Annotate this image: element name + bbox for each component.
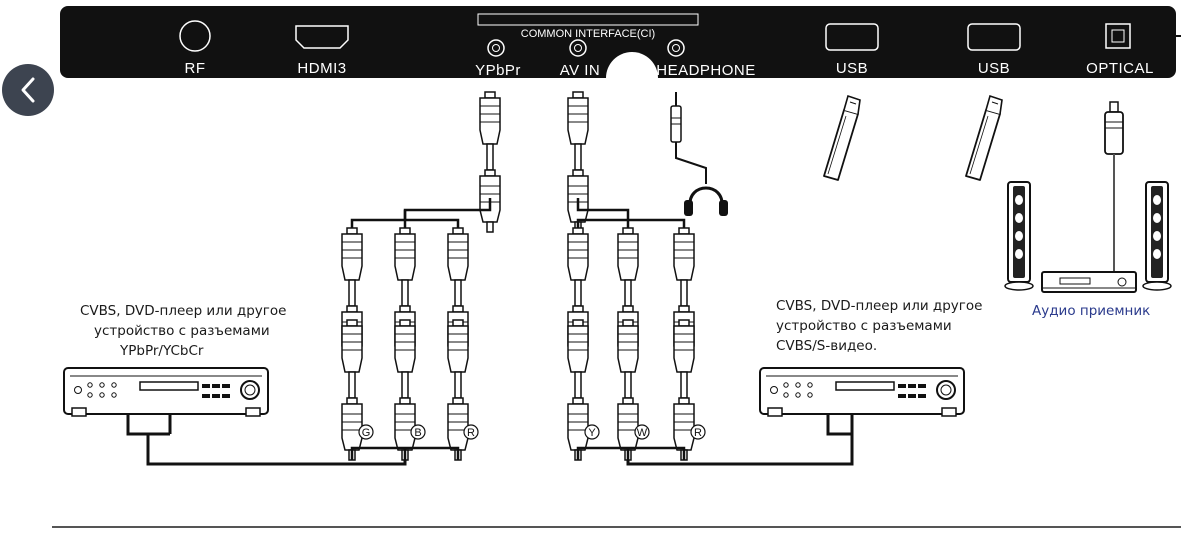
av-in-label: AV IN bbox=[560, 62, 601, 79]
ypbpr-jack bbox=[487, 39, 505, 57]
chevron-left-icon bbox=[21, 77, 35, 103]
optical-label: OPTICAL bbox=[1086, 60, 1154, 77]
right-caption-line2: устройство с разъемами bbox=[776, 318, 952, 334]
letter-r-composite: R bbox=[694, 427, 702, 439]
left-caption-line1: CVBS, DVD-плеер или другое bbox=[80, 303, 286, 319]
tv-rear-panel: RF HDMI3 COMMON INTERFACE(CI) YPbPr AV I… bbox=[60, 6, 1181, 79]
component-letters: G B R bbox=[358, 424, 479, 440]
letter-y: Y bbox=[588, 427, 596, 439]
letter-g: G bbox=[362, 427, 371, 439]
headphone-icon bbox=[688, 186, 724, 207]
hdmi3-label: HDMI3 bbox=[297, 60, 346, 77]
usb1-port bbox=[825, 23, 879, 51]
composite-connectors bbox=[567, 227, 695, 461]
left-caption-line3: YPbPr/YCbCr bbox=[119, 343, 204, 359]
back-button[interactable] bbox=[2, 64, 54, 116]
letter-b: B bbox=[414, 427, 421, 439]
usb2-port bbox=[967, 23, 1021, 51]
headphone-jack bbox=[667, 39, 685, 57]
ypbpr-cable bbox=[350, 91, 501, 233]
usb-stick-1 bbox=[823, 95, 861, 181]
hdmi3-port bbox=[295, 25, 349, 49]
rf-label: RF bbox=[185, 60, 206, 77]
ypbpr-label: YPbPr bbox=[475, 62, 521, 79]
ci-slot bbox=[477, 13, 699, 26]
bottom-wiring bbox=[126, 412, 854, 466]
left-caption-line2: устройство с разъемами bbox=[94, 323, 270, 339]
right-caption-line1: CVBS, DVD-плеер или другое bbox=[776, 298, 982, 314]
letter-r-component: R bbox=[467, 427, 475, 439]
headphones bbox=[670, 92, 728, 216]
av-in-jack bbox=[569, 39, 587, 57]
rf-port bbox=[179, 20, 211, 52]
composite-letters: Y W R bbox=[584, 424, 706, 440]
right-caption-line3: CVBS/S-видео. bbox=[776, 338, 877, 354]
right-caption: CVBS, DVD-плеер или другое устройство с … bbox=[776, 298, 982, 354]
optical-port bbox=[1105, 23, 1131, 49]
left-dvd-player bbox=[63, 367, 269, 417]
left-caption: CVBS, DVD-плеер или другое устройство с … bbox=[80, 303, 286, 359]
headphone-label: HEADPHONE bbox=[656, 62, 756, 79]
letter-w: W bbox=[637, 427, 648, 439]
usb-stick-2 bbox=[965, 95, 1003, 181]
usb2-label: USB bbox=[978, 60, 1010, 77]
optical-cable bbox=[1104, 101, 1124, 272]
usb1-label: USB bbox=[836, 60, 868, 77]
audio-receiver bbox=[1004, 181, 1172, 293]
av-in-cable bbox=[567, 91, 686, 233]
right-dvd-player bbox=[759, 367, 965, 417]
component-connectors bbox=[341, 227, 469, 461]
audio-receiver-caption: Аудио приемник bbox=[1032, 303, 1150, 319]
ci-label: COMMON INTERFACE(CI) bbox=[521, 28, 655, 40]
